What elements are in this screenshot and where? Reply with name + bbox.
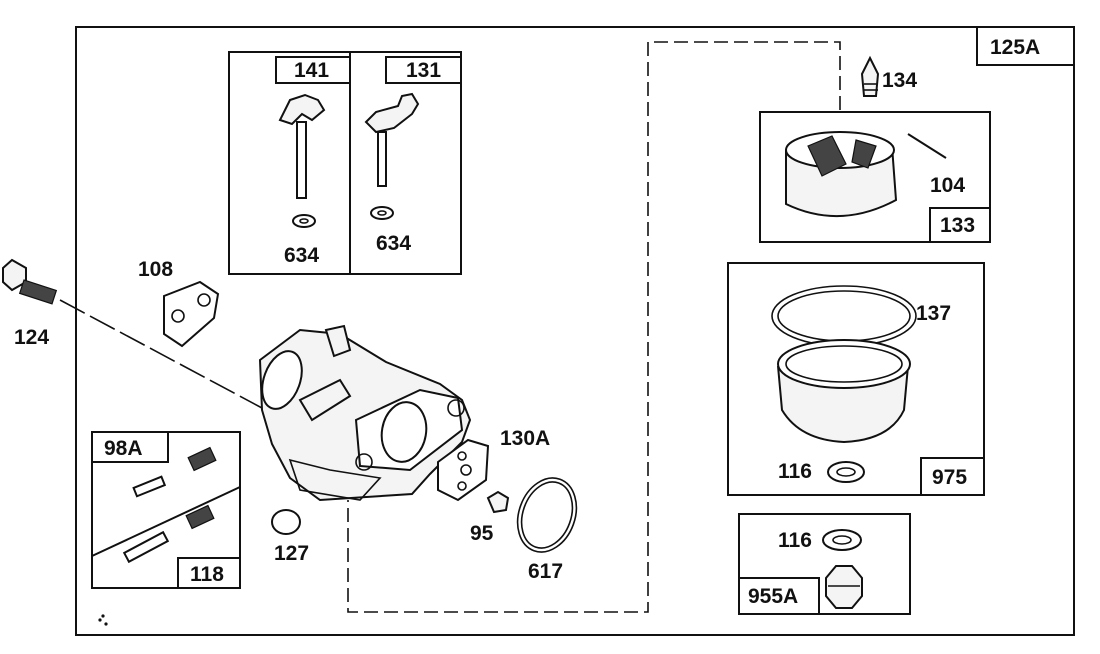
label-617: 617 [528,560,563,583]
tag-141: 141 [294,59,329,82]
tag-98a: 98A [104,437,143,460]
carburetor-inlet [261,350,303,410]
tag-975: 975 [932,466,967,489]
outer-frame [75,26,1075,636]
box-98a-diagonal [91,486,241,557]
tag-box-133 [929,207,991,243]
oring-137 [771,285,917,347]
spring-118 [185,504,215,530]
nut-955a [825,565,863,609]
seal-634-right [370,206,394,220]
shaft-131-stem [377,131,387,187]
screw-kit-group: 98A 118 [91,431,241,589]
part-95 [486,490,510,514]
shaft-141-stem [296,121,307,199]
shaft-141-head [278,93,326,126]
screw-118 [122,530,170,564]
label-127: 127 [274,542,309,565]
bolt-124-thread [18,279,58,305]
label-137: 137 [916,302,951,325]
seal-634-left [292,214,316,228]
tag-box-98a [91,431,169,463]
label-116-upper: 116 [778,460,812,483]
box-955a [738,513,911,615]
box-133 [759,111,991,243]
label-634-right: 634 [376,232,411,255]
tag-box-141 [275,56,351,84]
speck [98,618,102,622]
kit-boundary-line [347,41,841,613]
label-134: 134 [882,69,917,92]
box-975 [727,262,985,496]
tag-955a: 955A [748,585,798,608]
plate-108 [163,280,220,348]
tag-box-131 [385,56,462,84]
bolt-leader-line [59,299,263,409]
pin-104 [907,133,947,159]
washer-116-upper [827,461,865,483]
tag-box-955a [738,577,820,615]
needle-134 [860,55,880,97]
float-group: 134 133 104 [759,55,991,243]
tag-box-125a [976,26,1075,66]
label-95: 95 [470,522,494,545]
shaft-131-head [364,92,420,134]
tag-box-975 [920,457,985,496]
label-104: 104 [930,174,965,197]
tag-118: 118 [190,563,224,586]
label-108: 108 [138,258,173,281]
box-141-131 [228,51,462,275]
bolt-and-plate-group: 124 108 [2,258,263,409]
tag-131: 131 [406,59,441,82]
tag-133: 133 [940,214,975,237]
tag-125a: 125A [990,36,1040,59]
float-shafts-group: 141 131 634 634 [228,51,462,275]
label-130a: 130A [500,427,550,450]
label-116-lower: 116 [778,529,812,552]
washer-116-lower [822,529,862,551]
label-634-left: 634 [284,244,319,267]
label-124: 124 [14,326,49,349]
carburetor-body [258,324,472,502]
spring-98a [187,446,217,472]
plug-127 [271,509,301,535]
tag-box-118 [177,557,241,589]
gasket-group: 130A 95 617 127 [271,427,578,583]
gasket-130a [437,438,490,502]
oring-617 [516,477,578,553]
bowl-group: 975 137 116 [727,262,985,496]
flange-bore [380,401,428,463]
screw-98a [132,475,167,498]
bowl-nut-group: 955A 116 [738,513,911,615]
